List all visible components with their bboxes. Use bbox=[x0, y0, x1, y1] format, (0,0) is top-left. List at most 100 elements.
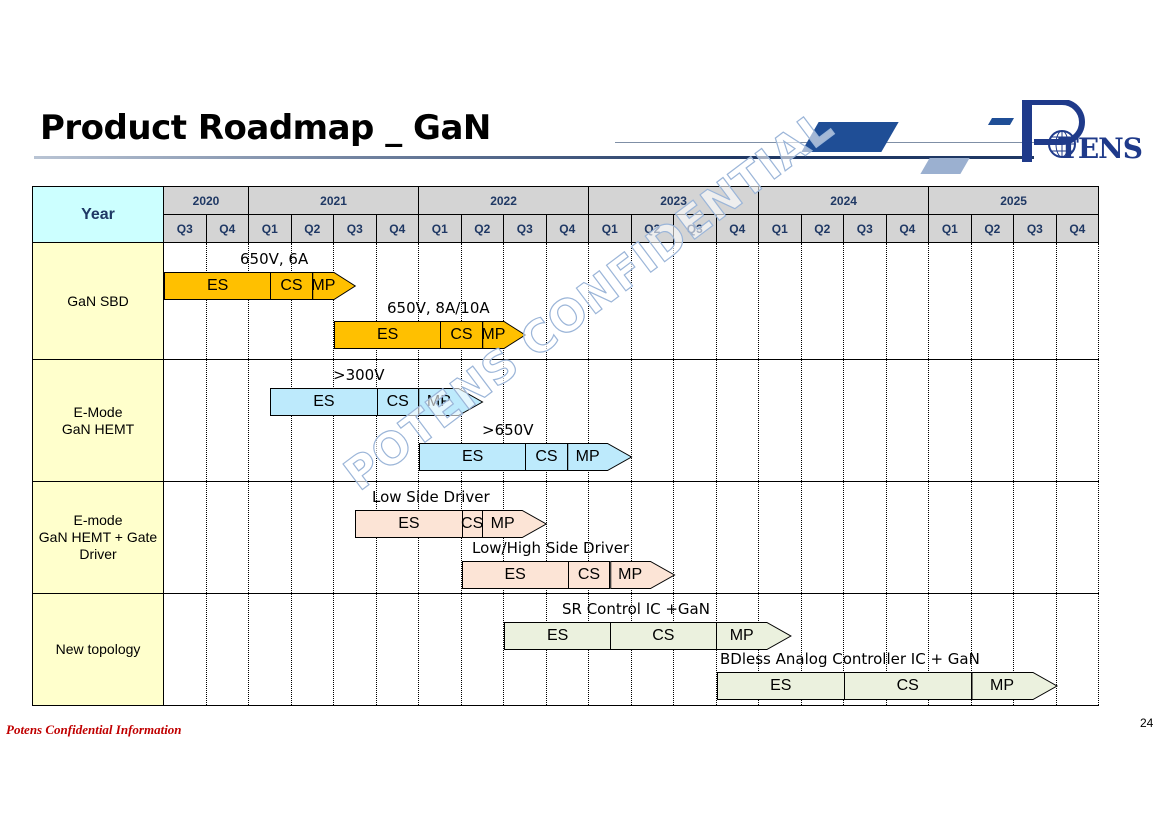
phase-es: ES bbox=[270, 388, 377, 416]
phase-cs: CS bbox=[440, 321, 483, 349]
grid-cell bbox=[1055, 593, 1100, 706]
phase-es: ES bbox=[334, 321, 441, 349]
year-cell: 2024 bbox=[758, 186, 930, 215]
phase-mp: MP bbox=[426, 393, 451, 410]
year-cell: 2025 bbox=[928, 186, 1100, 215]
bar-annotation: 650V, 6A bbox=[240, 250, 309, 268]
phase-cs: CS bbox=[525, 443, 568, 471]
quarter-cell: Q4 bbox=[715, 214, 760, 243]
phase-mp: MP bbox=[618, 566, 643, 583]
grid-cell bbox=[588, 242, 632, 360]
arrow-head bbox=[482, 510, 548, 538]
row-label-line: Driver bbox=[79, 546, 117, 562]
grid-cell bbox=[715, 242, 760, 360]
grid-cell bbox=[248, 359, 292, 482]
page-number: 24 bbox=[1140, 716, 1154, 730]
page-title: Product Roadmap _ GaN bbox=[40, 108, 491, 148]
grid-cell bbox=[1013, 359, 1057, 482]
grid-cell bbox=[758, 359, 802, 482]
grid-cell bbox=[970, 481, 1015, 594]
arrow-head bbox=[482, 321, 527, 349]
arrow-head bbox=[567, 443, 633, 471]
grid-cell bbox=[800, 242, 845, 360]
grid-cell bbox=[673, 481, 717, 594]
quarter-cell: Q3 bbox=[843, 214, 887, 243]
phase-cs: CS bbox=[844, 672, 972, 700]
grid-cell bbox=[758, 481, 802, 594]
grid-cell bbox=[1013, 242, 1057, 360]
row-label-line: E-Mode bbox=[73, 403, 123, 420]
grid-cell bbox=[673, 242, 717, 360]
grid-cell bbox=[205, 359, 250, 482]
arrow-head bbox=[971, 672, 1058, 700]
phase-mp: MP bbox=[490, 515, 515, 532]
year-cell: 2023 bbox=[588, 186, 760, 215]
grid-cell bbox=[758, 242, 802, 360]
arrow-head bbox=[609, 561, 676, 589]
row-label-line: New topology bbox=[55, 641, 141, 657]
grid-cell bbox=[800, 481, 845, 594]
phase-es: ES bbox=[355, 510, 462, 538]
phase-es: ES bbox=[461, 561, 568, 589]
potens-logo bbox=[1022, 100, 1085, 162]
grid-cell bbox=[843, 242, 887, 360]
phase-mp: MP bbox=[729, 627, 754, 644]
quarter-cell: Q3 bbox=[673, 214, 717, 243]
grid-cell bbox=[970, 359, 1015, 482]
bar-annotation: 650V, 8A/10A bbox=[387, 299, 490, 317]
quarter-cell: Q3 bbox=[503, 214, 547, 243]
quarter-cell: Q4 bbox=[1055, 214, 1100, 243]
grid-cell bbox=[885, 242, 930, 360]
grid-cell bbox=[715, 359, 760, 482]
quarter-cell: Q1 bbox=[928, 214, 972, 243]
grid-cell bbox=[290, 481, 335, 594]
grid-cell bbox=[205, 481, 250, 594]
grid-cell bbox=[163, 242, 207, 360]
grid-cell bbox=[290, 593, 335, 706]
grid-cell bbox=[205, 593, 250, 706]
title-underline bbox=[34, 156, 1034, 159]
quarter-cell: Q3 bbox=[333, 214, 377, 243]
grid-cell bbox=[928, 481, 972, 594]
quarter-cell: Q4 bbox=[545, 214, 590, 243]
grid-cell bbox=[928, 242, 972, 360]
phase-es: ES bbox=[164, 272, 271, 300]
phase-cs: CS bbox=[610, 622, 717, 650]
arrow-head bbox=[716, 622, 792, 650]
phase-es: ES bbox=[504, 622, 611, 650]
grid-cell bbox=[673, 359, 717, 482]
quarter-cell: Q2 bbox=[970, 214, 1015, 243]
grid-cell bbox=[970, 242, 1015, 360]
phase-es: ES bbox=[419, 443, 526, 471]
quarter-cell: Q4 bbox=[205, 214, 250, 243]
quarter-cell: Q2 bbox=[800, 214, 845, 243]
grid-cell bbox=[885, 481, 930, 594]
quarter-cell: Q4 bbox=[375, 214, 420, 243]
row-label-line: E-mode bbox=[73, 512, 123, 528]
bar-annotation: >300V bbox=[333, 366, 385, 384]
year-cell: 2021 bbox=[248, 186, 420, 215]
grid-cell bbox=[375, 359, 420, 482]
grid-cell bbox=[885, 359, 930, 482]
grid-cell bbox=[630, 242, 675, 360]
arrow-head bbox=[312, 272, 357, 300]
grid-cell bbox=[630, 359, 675, 482]
grid-cell bbox=[1013, 481, 1057, 594]
phase-cs: CS bbox=[270, 272, 313, 300]
grid-cell bbox=[928, 359, 972, 482]
grid-cell bbox=[163, 359, 207, 482]
grid-cell bbox=[843, 359, 887, 482]
quarter-cell: Q3 bbox=[163, 214, 207, 243]
row-label-line: GaN HEMT + Gate bbox=[38, 529, 158, 545]
grid-cell bbox=[460, 593, 505, 706]
bar-annotation: Low/High Side Driver bbox=[472, 539, 630, 557]
row-label: GaN SBD bbox=[32, 242, 164, 360]
grid-cell bbox=[163, 593, 207, 706]
grid-cell bbox=[1055, 481, 1100, 594]
quarter-cell: Q3 bbox=[1013, 214, 1057, 243]
year-cell: 2022 bbox=[418, 186, 590, 215]
